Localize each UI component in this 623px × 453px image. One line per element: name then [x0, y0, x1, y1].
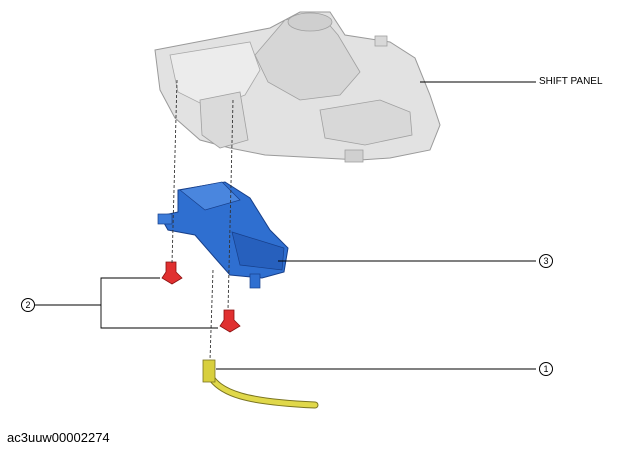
clip-lower — [219, 309, 241, 333]
clip-upper — [161, 261, 183, 285]
callout-3: 3 — [539, 254, 553, 268]
callout-1: 1 — [539, 362, 553, 376]
cable-part — [202, 359, 319, 409]
callout-2: 2 — [21, 298, 35, 312]
bracket-part — [157, 181, 289, 289]
figure-code: ac3uuw00002274 — [7, 430, 110, 445]
shift-panel-part — [154, 11, 441, 163]
dashed-guides — [171, 79, 234, 361]
shift-panel-label: SHIFT PANEL — [539, 76, 603, 87]
leader-lines — [35, 81, 536, 370]
